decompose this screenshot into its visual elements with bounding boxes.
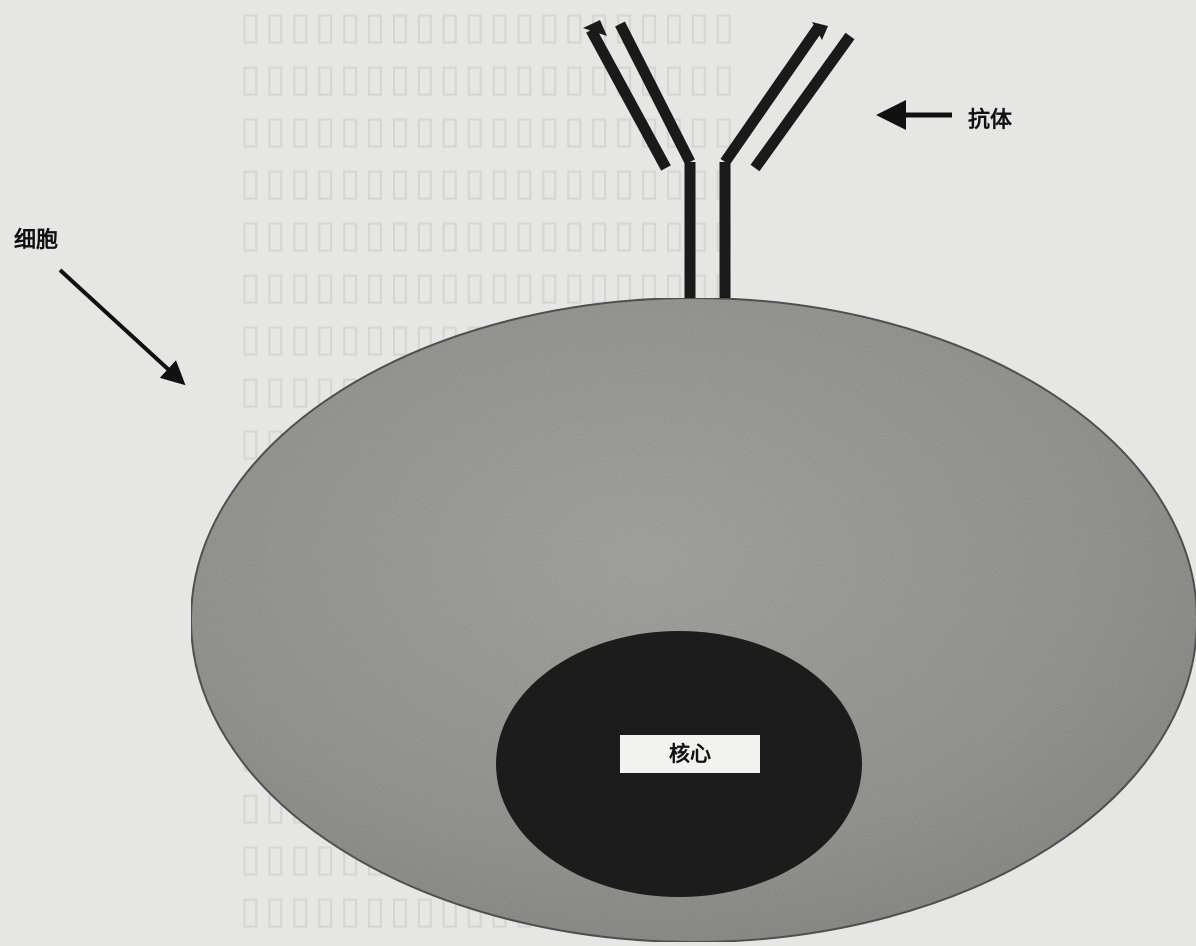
cell-label: 细胞 <box>14 222 58 254</box>
antibody-label: 抗体 <box>968 102 1012 134</box>
antibody-shape <box>591 24 850 298</box>
cell-arrow <box>60 270 182 382</box>
nucleus-label: 核心 <box>620 735 760 773</box>
